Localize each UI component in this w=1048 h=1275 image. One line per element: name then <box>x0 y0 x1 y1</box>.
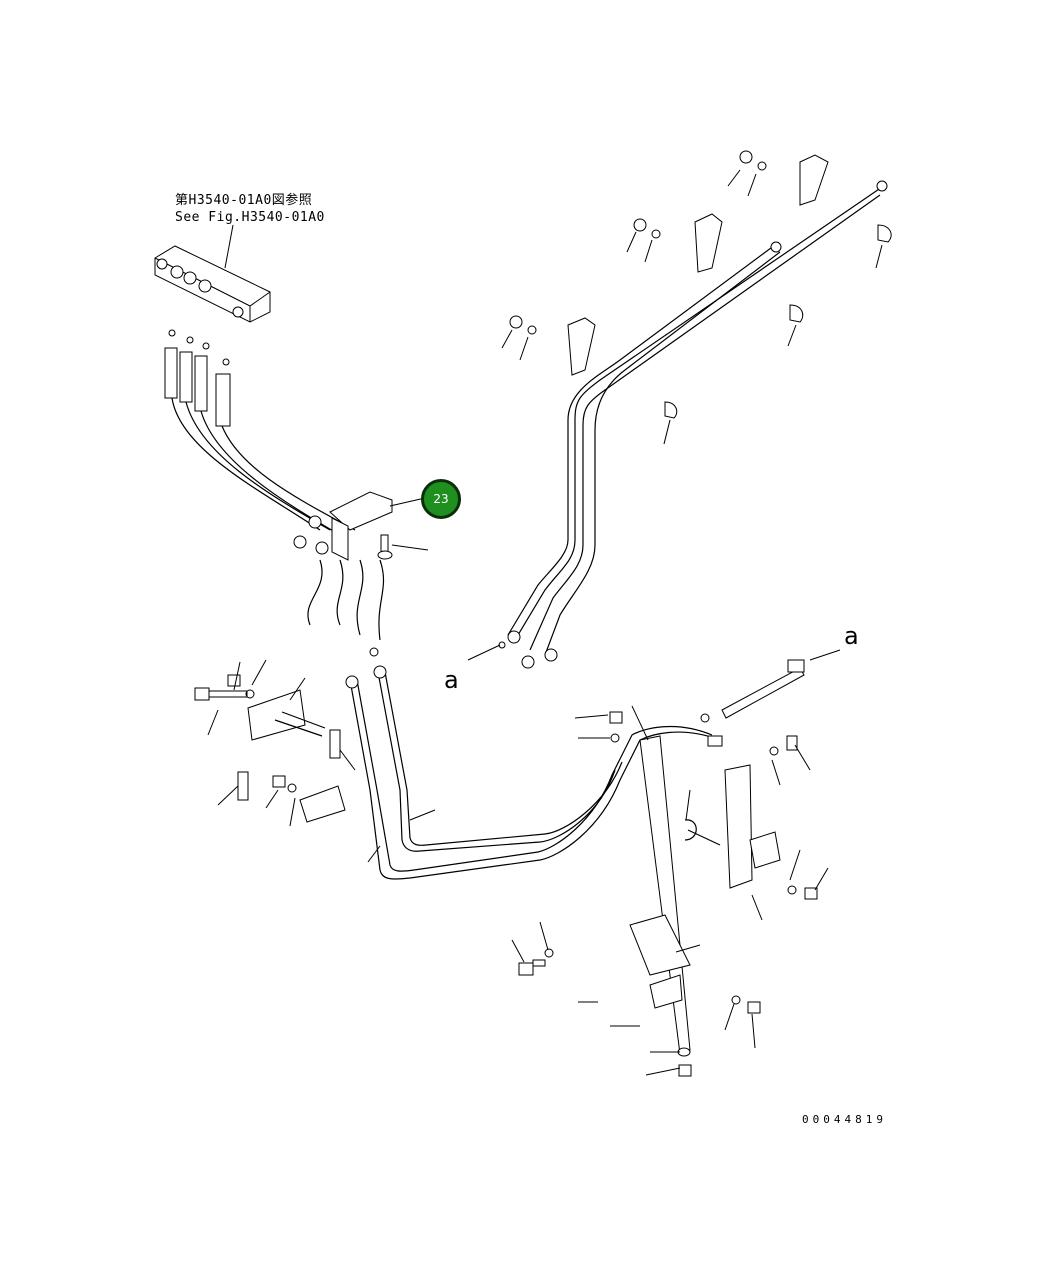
tube-bundle-upper <box>467 180 888 669</box>
right-hose <box>700 649 841 723</box>
reference-note: 第H3540-01A0図参照 See Fig.H3540-01A0 <box>175 192 325 226</box>
upper-brackets <box>501 150 892 445</box>
lower-left-hardware <box>194 659 356 827</box>
part-number-badge[interactable]: 23 <box>421 479 461 519</box>
clamp-bracket <box>293 491 429 657</box>
valve-block <box>154 224 271 323</box>
support-bracket-right <box>511 705 829 1077</box>
reference-note-en: See Fig.H3540-01A0 <box>175 210 325 225</box>
figure-number: 00044819 <box>802 1113 887 1126</box>
callout-a-right: a <box>844 622 859 650</box>
callout-a-left: a <box>444 666 459 694</box>
tube-run-lower <box>345 665 723 880</box>
reference-note-jp: 第H3540-01A0図参照 <box>175 193 313 208</box>
hose-group-left <box>164 329 356 536</box>
